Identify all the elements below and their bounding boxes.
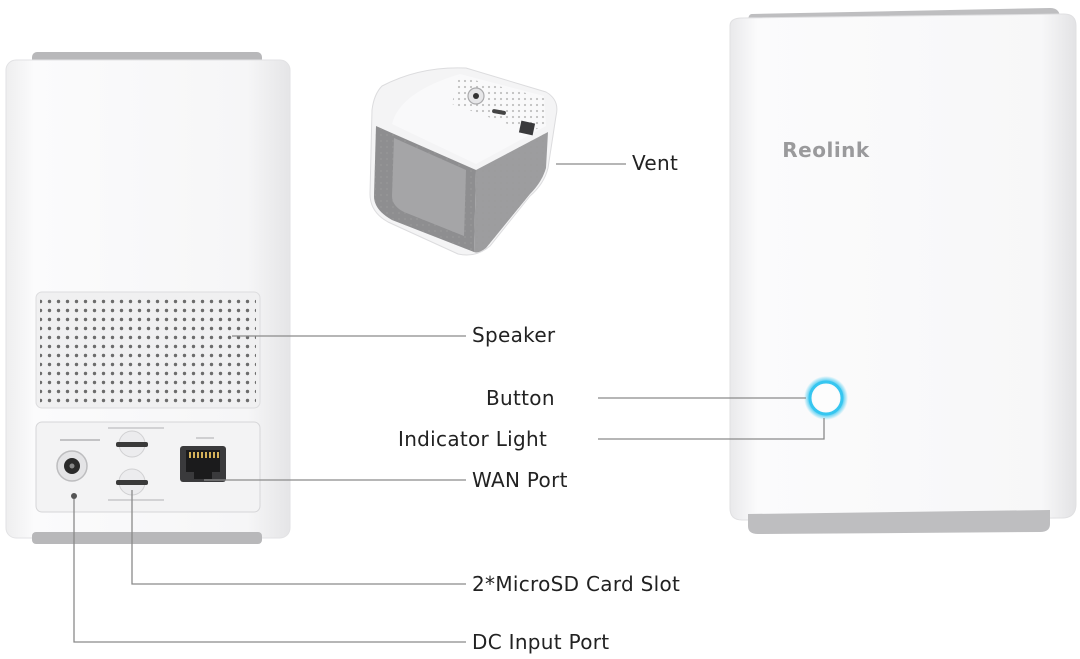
speaker-grille xyxy=(40,296,256,404)
indicator-leader xyxy=(598,418,825,440)
vent-pad xyxy=(392,138,466,236)
bottom-view-device xyxy=(369,67,558,256)
speaker-label: Speaker xyxy=(472,323,556,347)
back-view-device xyxy=(5,52,291,544)
brand-logo: Reolink xyxy=(782,138,870,162)
front-view-device: Reolink xyxy=(729,8,1077,534)
microsd-leader xyxy=(131,490,466,585)
microsd-slot-2 xyxy=(116,480,148,485)
wan-port-label: WAN Port xyxy=(472,468,568,492)
leader-lines xyxy=(73,163,825,643)
microsd-slot-label: 2*MicroSD Card Slot xyxy=(472,572,681,596)
vent-label: Vent xyxy=(632,151,679,175)
button-label: Button xyxy=(486,386,555,410)
reset-pinhole xyxy=(71,493,77,499)
dc-input-label: DC Input Port xyxy=(472,630,610,654)
indicator-light-label: Indicator Light xyxy=(398,427,548,451)
dc-leader xyxy=(73,499,466,643)
device-body xyxy=(729,13,1077,521)
port-panel xyxy=(35,421,261,513)
button[interactable] xyxy=(813,385,839,411)
microsd-slot-1 xyxy=(116,442,148,447)
bottom-base xyxy=(32,532,262,544)
bottom-base xyxy=(748,510,1050,534)
